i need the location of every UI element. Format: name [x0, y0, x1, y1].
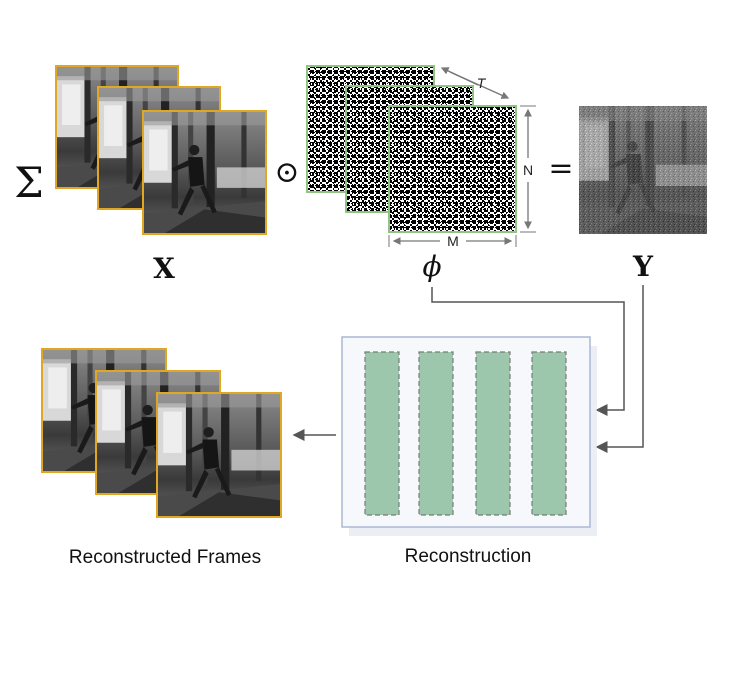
network-block-3	[475, 351, 511, 516]
dim-t-label: T	[477, 75, 487, 91]
x-label: X	[153, 252, 175, 285]
input-frames-stack	[55, 65, 267, 235]
reconstructed-frame-3	[156, 392, 282, 518]
network-block-4	[531, 351, 567, 516]
reconstruction-panel	[341, 336, 597, 536]
dim-n-label: N	[523, 162, 533, 178]
reconstructed-frames-caption: Reconstructed Frames	[69, 547, 261, 568]
reconstruction-caption: Reconstruction	[405, 546, 532, 567]
dim-m-label: M	[447, 233, 459, 249]
measurement-image	[579, 106, 707, 234]
mask-3	[388, 105, 517, 233]
phi-label: ϕ	[422, 250, 441, 283]
sum-symbol: Σ	[14, 158, 44, 207]
y-to-reconstruction-arrow	[595, 285, 644, 453]
equals-symbol: =	[548, 151, 573, 186]
hadamard-symbol: ⊙	[274, 155, 299, 190]
mask-stack	[306, 65, 517, 233]
network-block-1	[364, 351, 400, 516]
network-block-2	[418, 351, 454, 516]
y-label: Y	[632, 250, 654, 283]
reconstructed-frames-stack	[41, 348, 282, 518]
input-frame-3	[142, 110, 267, 235]
dimension-t: T	[440, 67, 510, 99]
dimension-m: M	[388, 233, 517, 249]
phi-to-reconstruction-arrow	[431, 287, 625, 416]
dimension-n: N	[520, 105, 536, 233]
